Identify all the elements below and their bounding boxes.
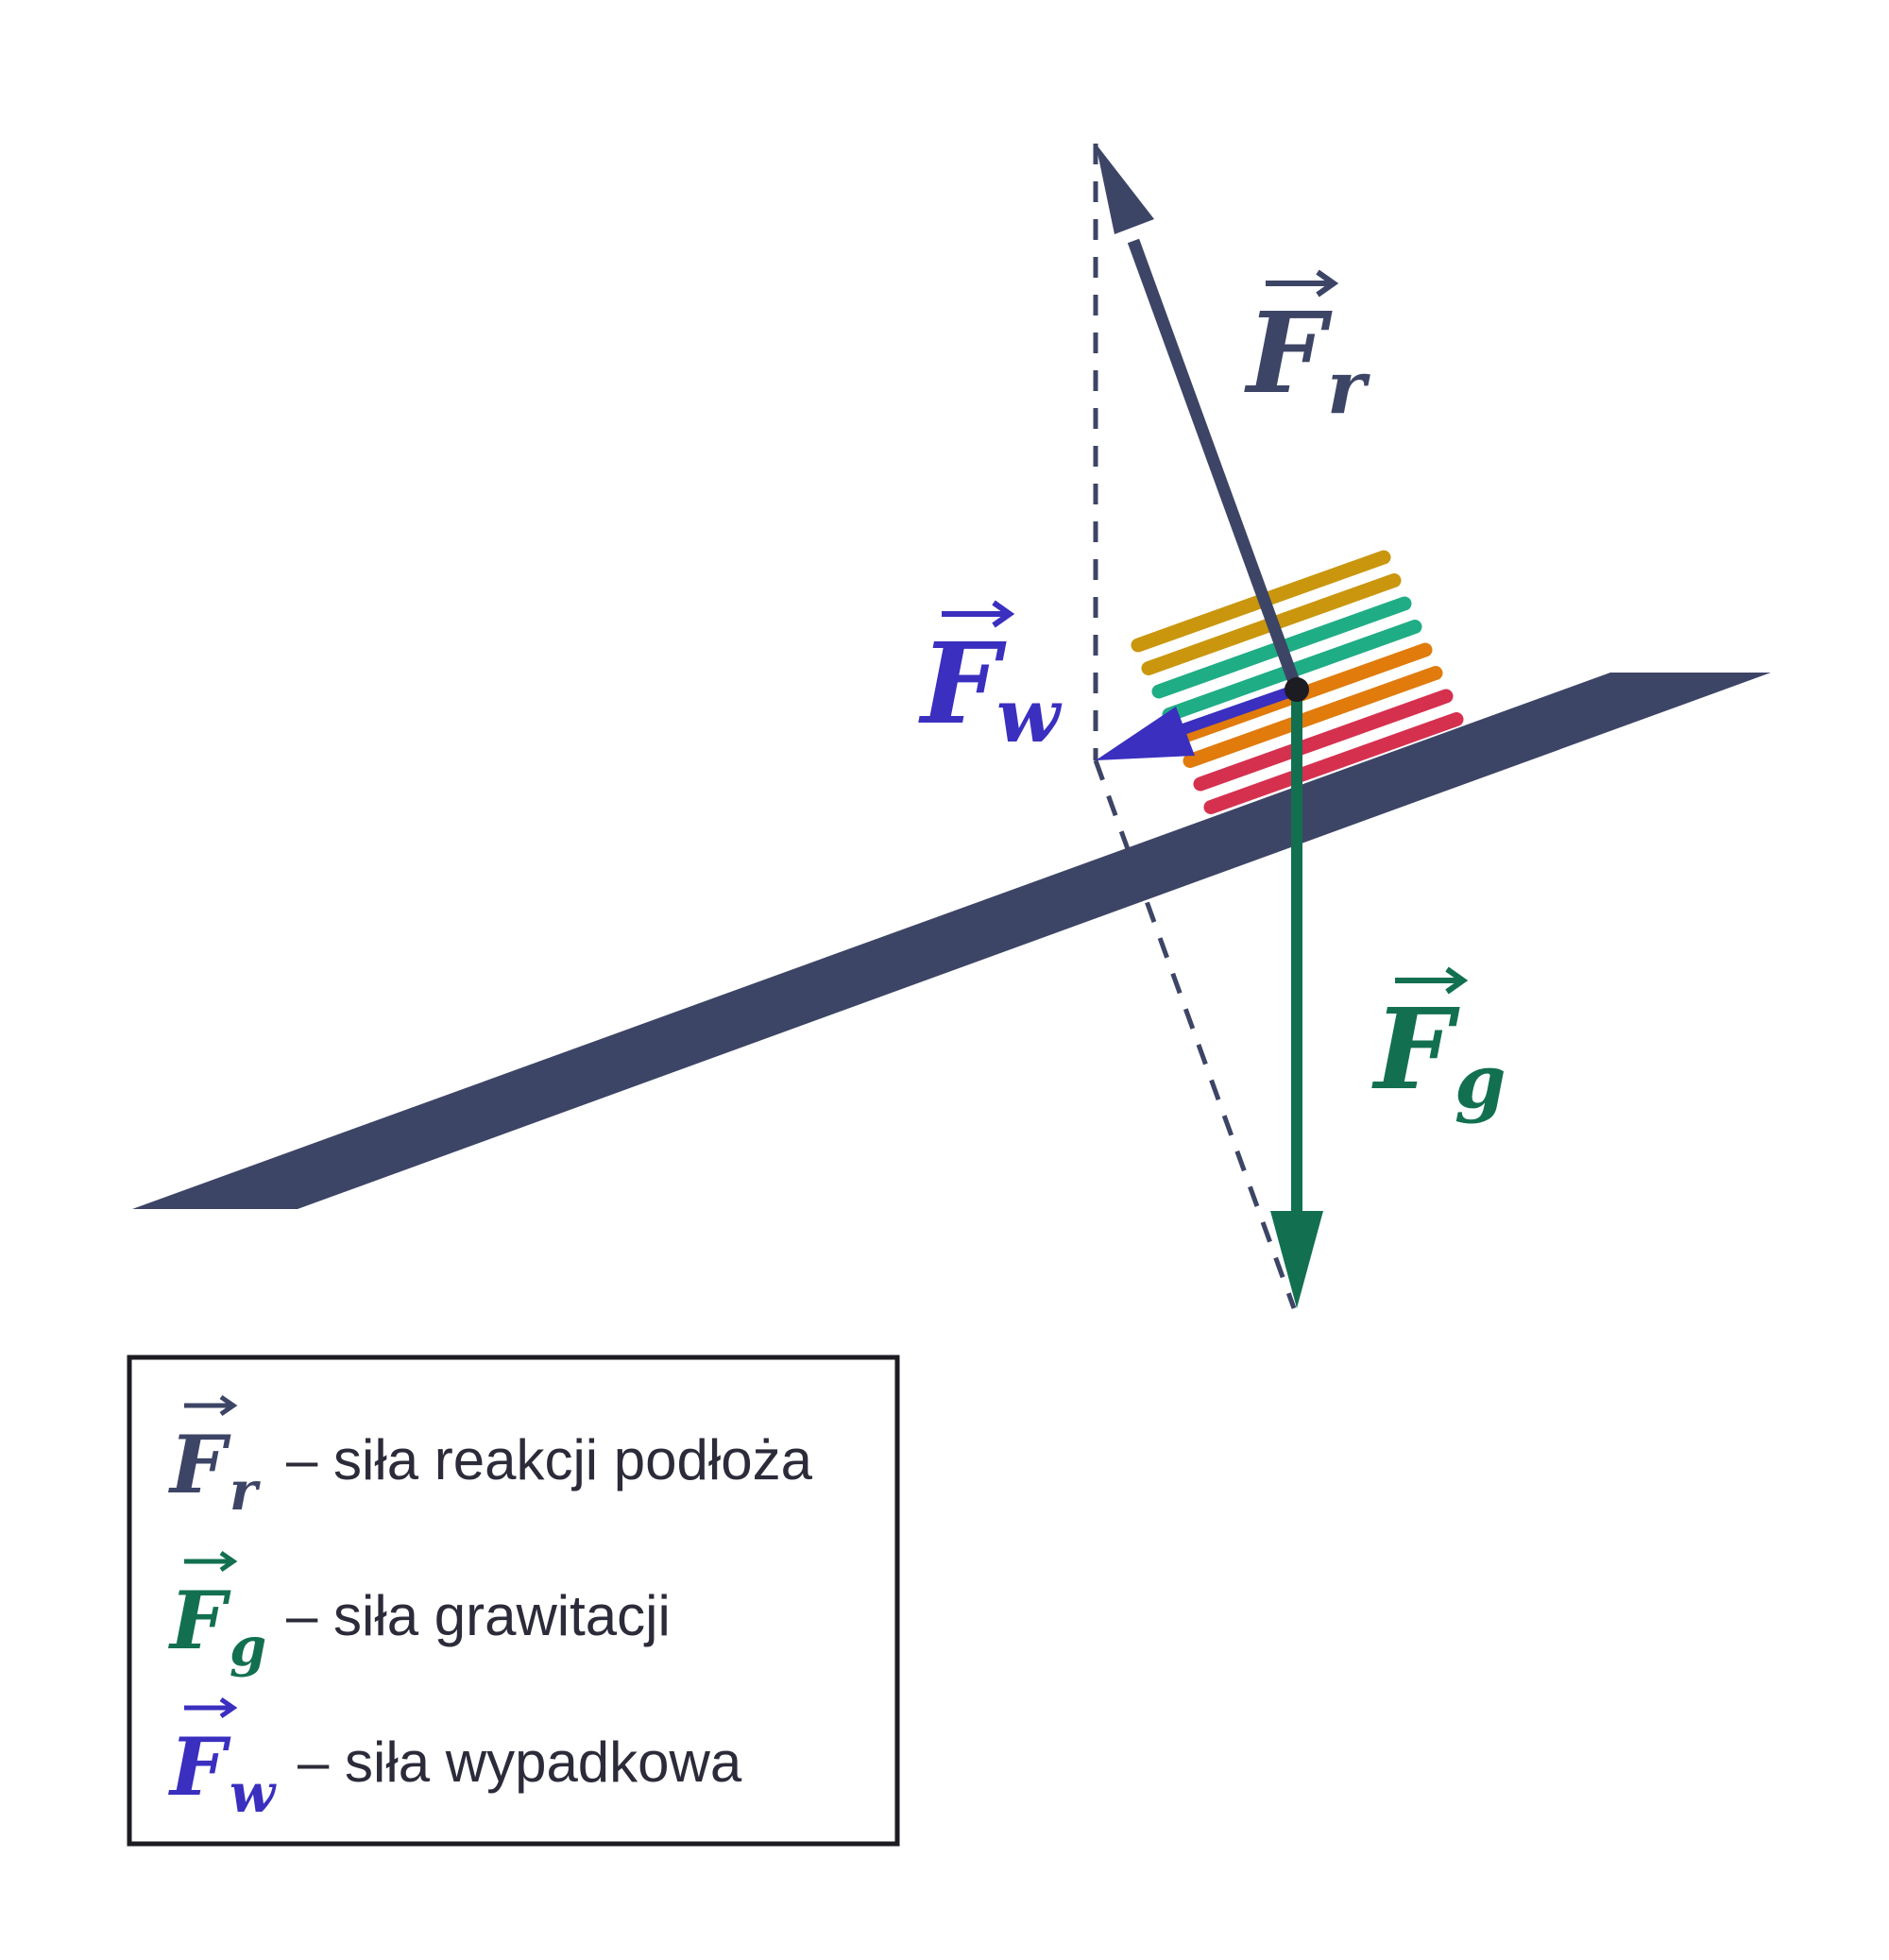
vector-arrow-icon [184,1696,238,1719]
block-stripe [1183,666,1443,768]
resultant-subscript: w [996,673,1063,759]
gravity-symbol: F [1371,983,1460,1115]
inclined-plane [132,673,1771,1209]
resultant-force-arrow [1096,684,1299,760]
resultant-force-label: F w [918,600,1063,759]
block-stack [1131,550,1464,814]
gravity-force-label: F g [1371,966,1506,1125]
gravity-arrow-head [1270,1211,1323,1308]
block-stripe [1193,689,1454,792]
legend-description: – siła reakcji podłoża [286,1428,813,1491]
reaction-arrow-shaft [1127,238,1303,692]
reaction-force-label: F r [1244,269,1370,431]
resultant-arrow-shaft [1179,684,1299,736]
legend-subscript: g [230,1616,266,1679]
vector-arrow-icon [942,600,1015,628]
resultant-symbol: F [918,618,1007,749]
reaction-arrow-head [1096,144,1154,234]
vector-arrow-icon [184,1394,238,1417]
resultant-arrow-head [1096,707,1195,760]
legend-description: – siła grawitacji [286,1584,671,1647]
legend-frame [127,1355,900,1847]
reaction-force-arrow [1096,144,1303,692]
legend-subscript: r [230,1460,261,1523]
legend-description: – siła wypadkowa [298,1730,742,1794]
vector-arrow-icon [1395,966,1469,995]
legend-symbol: F [168,1418,231,1511]
block-stripe [1203,712,1464,814]
gravity-force-arrow [1270,690,1323,1308]
gravity-subscript: g [1455,1039,1506,1125]
vector-arrow-icon [1266,269,1339,298]
application-point [1285,677,1309,702]
construction-lines [1093,144,1297,1309]
legend-symbol: F [168,1574,231,1667]
legend-symbol: F [168,1720,231,1814]
vector-arrow-icon [184,1550,238,1573]
legend-subscript: w [230,1763,277,1825]
reaction-subscript: r [1327,345,1370,431]
reaction-symbol: F [1244,287,1333,418]
